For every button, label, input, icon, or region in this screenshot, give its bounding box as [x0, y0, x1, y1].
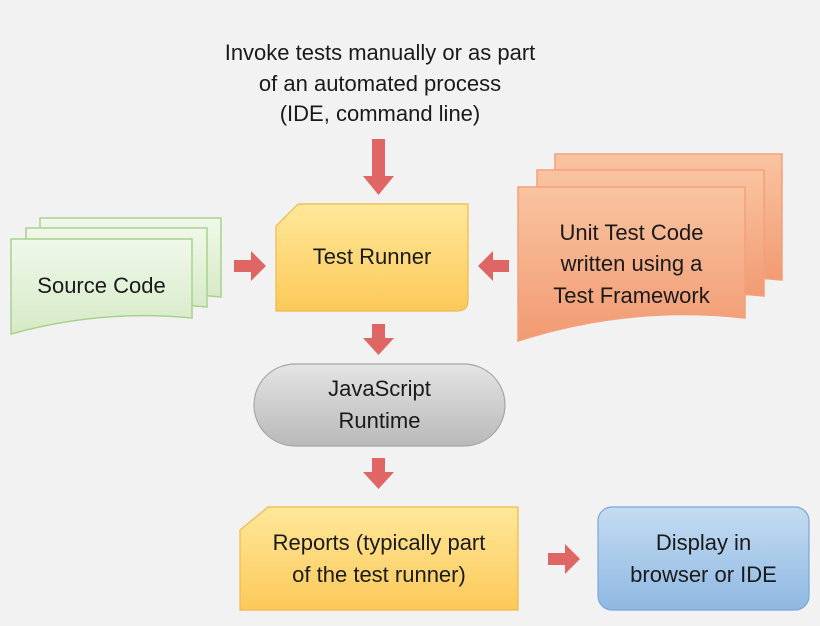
reports-shape [239, 506, 519, 611]
arrow-left-from-unit-tests [478, 251, 509, 281]
test-runner-label: Test Runner [312, 243, 432, 269]
runtime-line2: Runtime [338, 408, 421, 433]
javascript-runtime-shape [253, 363, 506, 447]
unit-test-line1: Unit Test Code [559, 220, 704, 246]
reports-line1: Reports (typically part [272, 530, 486, 556]
reports-label: Reports (typically part of the test runn… [240, 522, 518, 596]
invoke-note: Invoke tests manually or as part of an a… [170, 36, 590, 132]
display-shape [597, 506, 810, 611]
display-line2: browser or IDE [630, 562, 777, 587]
display-line1: Display in [655, 530, 752, 556]
arrow-right-to-display [548, 544, 580, 574]
unit-test-code-shape [517, 153, 783, 343]
invoke-note-line1: Invoke tests manually or as part [224, 39, 536, 65]
unit-test-line3: Test Framework [553, 282, 710, 308]
unit-test-line2: written using a [560, 251, 703, 277]
source-code-label: Source Code [37, 272, 166, 298]
display-label: Display in browser or IDE [598, 522, 809, 596]
invoke-note-line3: (IDE, command line) [279, 101, 481, 127]
javascript-runtime-label: JavaScript Runtime [254, 370, 505, 440]
runtime-line1: JavaScript [328, 376, 431, 402]
arrow-down-to-reports [363, 458, 394, 489]
invoke-note-line2: of an automated process [258, 70, 502, 96]
source-code-shape [10, 217, 222, 335]
arrow-down-to-runtime [363, 324, 394, 355]
test-runner-shape [275, 203, 469, 312]
arrow-down-to-test-runner [363, 139, 394, 195]
arrow-right-from-source [234, 251, 266, 281]
unit-test-code-label: Unit Test Code written using a Test Fram… [518, 212, 745, 316]
reports-line2: of the test runner) [292, 562, 466, 587]
